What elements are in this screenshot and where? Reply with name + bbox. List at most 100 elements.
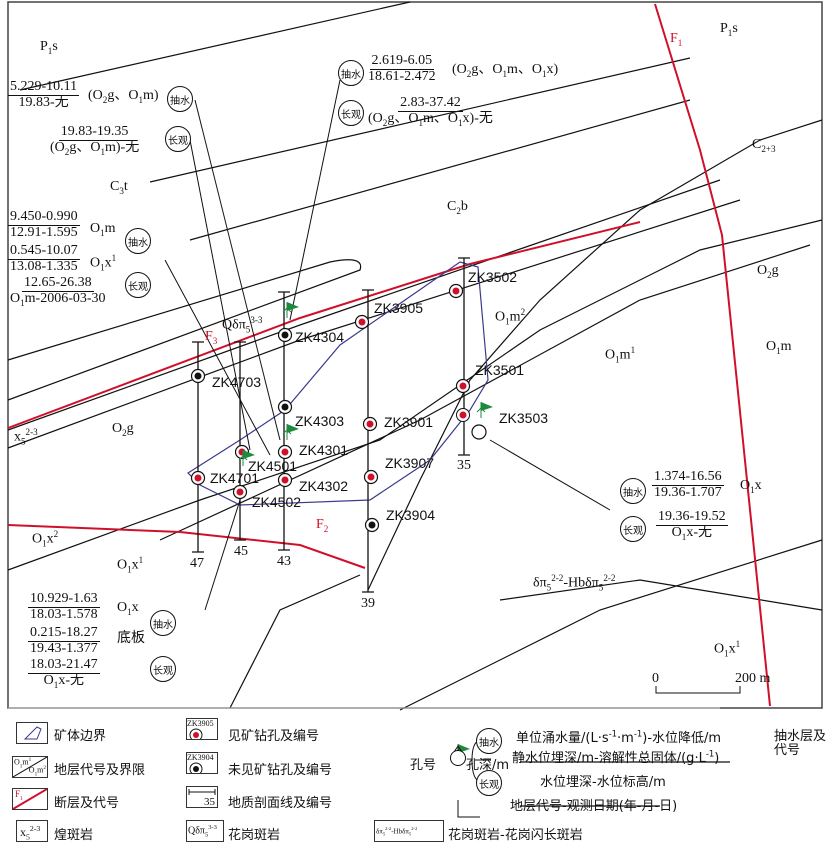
legend-icon-section: 35 — [186, 786, 218, 808]
drill-hole-label: ZK4302 — [299, 478, 349, 494]
formation-label-c23: C2+3 — [752, 137, 776, 154]
fault-label-f3: F3 — [205, 329, 218, 346]
leader-lines — [164, 79, 611, 611]
numerator: 19.36-19.52 — [656, 509, 728, 526]
numerator: 10.929-1.63 — [28, 591, 100, 608]
formation-label-x523: x52-3 — [14, 427, 38, 447]
drill-hole-ZK3503 — [471, 424, 487, 440]
drill-hole-markers — [190, 283, 487, 533]
formation-label-p1s-left: P1s — [40, 39, 58, 56]
drill-hole-label: ZK4301 — [299, 442, 349, 458]
formation-label-o1m2: O1m2 — [495, 307, 526, 327]
numerator: 5.229-10.11 — [8, 79, 80, 96]
pump-circle: 抽水 — [150, 610, 176, 636]
drill-hole-label: ZK4304 — [295, 329, 345, 345]
denominator: O1m-2006-03-30 — [10, 290, 106, 308]
ore-dot — [236, 488, 244, 496]
observe-circle: 长观 — [125, 272, 151, 298]
denominator: 18.03-1.578 — [30, 606, 98, 622]
section-number-43: 43 — [277, 554, 291, 569]
drill-hole-label: ZK3502 — [468, 269, 518, 285]
flag-icon — [287, 424, 299, 433]
legend-noore-hole: 未见矿钻孔及编号 — [228, 763, 333, 778]
legend-icon-lamprophyre: x52-3 — [16, 820, 48, 842]
legend-strata: 地层代号及界限 — [54, 763, 146, 778]
annotation-a3-layer-1: O1m — [90, 221, 116, 238]
observe-circle: 长观 — [150, 656, 176, 682]
legend-icon-fault: F1 — [12, 788, 48, 810]
flag-icon — [287, 302, 299, 311]
drill-hole-label: ZK4303 — [295, 413, 345, 429]
scale-end: 200 m — [735, 671, 771, 686]
drill-hole-label: ZK3907 — [385, 455, 435, 471]
legend-icon-ore-boundary — [16, 722, 48, 744]
fault-label-f1: F1 — [670, 31, 683, 48]
legend-pump-layer: 抽水层及代号 — [774, 729, 827, 759]
section-number-47: 47 — [190, 556, 204, 571]
pump-circle: 抽水 — [167, 86, 193, 112]
annotation-a1-observe: 19.83-19.35(O2g、O1m)-无 — [48, 124, 141, 157]
legend-observe-denominator: 地层代号-观测日期(年-月-日) — [510, 799, 678, 814]
ore-dot — [459, 411, 467, 419]
annotation-a4-layer-2: 底板 — [117, 631, 145, 646]
legend-pump-circle: 抽水 — [476, 728, 502, 754]
ore-dot — [281, 476, 289, 484]
drill-hole-label: ZK3901 — [384, 414, 434, 430]
formation-label-o2g-right: O2g — [757, 263, 779, 280]
drill-hole-label: ZK4501 — [248, 458, 298, 474]
annotation-a4-layer-1: O1x — [117, 600, 139, 617]
drill-hole-label: ZK4502 — [252, 494, 302, 510]
ore-dot — [367, 473, 375, 481]
drill-hole-label: ZK3501 — [475, 362, 525, 378]
scale-bar — [655, 686, 741, 694]
observe-circle: 长观 — [165, 126, 191, 152]
no-ore-dot — [281, 331, 289, 339]
denominator: (O2g、O1m、O1x)-无 — [368, 110, 493, 128]
no-ore-dot — [281, 403, 289, 411]
drill-hole-label: ZK4701 — [210, 470, 260, 486]
numerator: 9.450-0.990 — [8, 209, 80, 226]
legend-observe-numerator: 水位埋深-水位标高/m — [540, 775, 666, 790]
ore-dot — [366, 420, 374, 428]
legend-hole-depth: 孔深/m — [466, 758, 510, 773]
scale-zero: 0 — [652, 671, 659, 686]
annotation-a2-observe: 2.83-37.42(O2g、O1m、O1x)-无 — [366, 95, 495, 128]
flag-icon — [481, 402, 493, 411]
denominator: 19.36-1.707 — [654, 484, 722, 500]
annotation-a5-pump-layer: O1x — [740, 478, 762, 495]
legend-observe-circle: 长观 — [476, 770, 502, 796]
legend-lamprophyre: 煌斑岩 — [54, 828, 94, 843]
fault-label-f2: F2 — [316, 517, 329, 534]
observe-circle: 长观 — [338, 100, 364, 126]
numerator: 12.65-26.38 — [21, 275, 94, 292]
pump-circle: 抽水 — [620, 478, 646, 504]
formation-label-c2b: C2b — [447, 199, 468, 216]
section-number-35: 35 — [457, 458, 471, 473]
denominator: 18.61-2.472 — [368, 68, 436, 84]
denominator: O1x-无 — [43, 672, 84, 690]
pump-circle: 抽水 — [125, 228, 151, 254]
formation-label-qdpi: Qδπ53-3 — [222, 315, 263, 335]
ore-dot — [452, 287, 460, 295]
no-ore-dot — [194, 372, 202, 380]
formation-label-c3t: C3t — [110, 179, 128, 196]
denominator: (O2g、O1m)-无 — [50, 139, 140, 157]
formation-label-o1x1-right: O1x1 — [714, 639, 741, 659]
formation-label-o2g-left: O2g — [112, 421, 134, 438]
ore-dot — [459, 382, 467, 390]
formation-label-o1x2: O1x2 — [32, 529, 59, 549]
legend-section: 地质剖面线及编号 — [228, 796, 333, 811]
legend-pump-numerator: 单位涌水量/(L·s-1·m-1)-水位降低/m — [516, 728, 722, 746]
flag-icon — [243, 450, 255, 459]
